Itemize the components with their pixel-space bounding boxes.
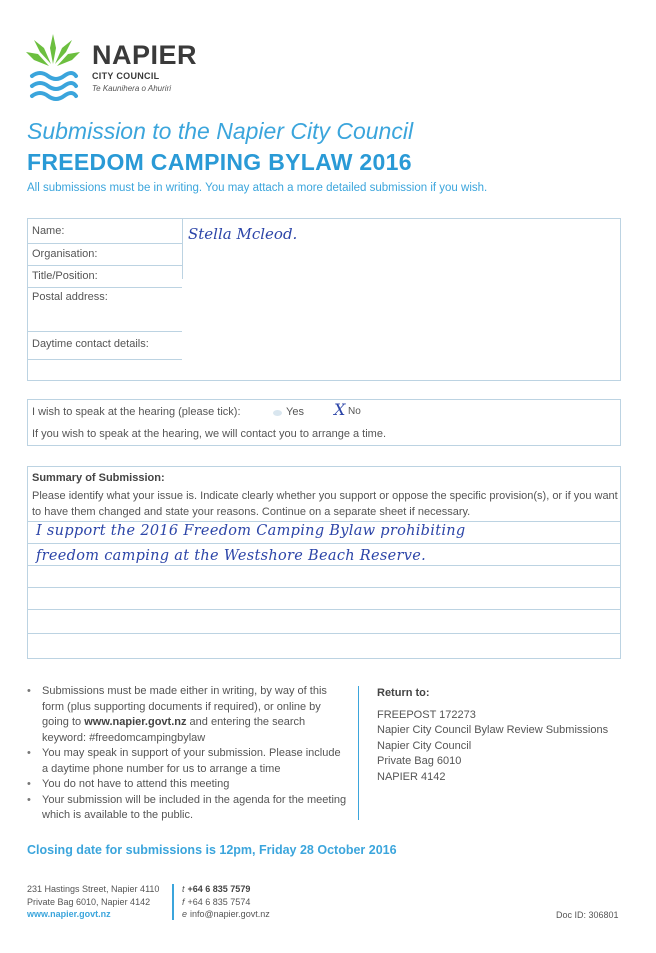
- hearing-section: I wish to speak at the hearing (please t…: [27, 399, 621, 446]
- footer-divider: [172, 884, 174, 920]
- organisation-label: Organisation:: [32, 248, 98, 260]
- fax-number: +64 6 835 7574: [187, 896, 251, 907]
- note-item: You do not have to attend this meeting: [27, 777, 347, 793]
- title-position-label: Title/Position:: [32, 270, 98, 282]
- brand-maori-name: Te Kaunihera o Ahuriri: [92, 84, 172, 93]
- return-line: FREEPOST 172273: [377, 708, 476, 721]
- footer-address: 231 Hastings Street, Napier 4110 Private…: [27, 883, 159, 921]
- napier-logo-icon: [26, 34, 80, 101]
- no-label: No: [348, 406, 361, 417]
- yes-label: Yes: [286, 406, 304, 418]
- title-position-field[interactable]: [184, 266, 620, 286]
- phone-label: t: [182, 884, 185, 894]
- website-link[interactable]: www.napier.govt.nz: [84, 716, 187, 728]
- note-text: and entering the search keyword: #freedo…: [42, 716, 306, 744]
- closing-date: Closing date for submissions is 12pm, Fr…: [27, 843, 397, 857]
- summary-heading: Summary of Submission:: [32, 472, 165, 484]
- return-address: Return to: FREEPOST 172273 Napier City C…: [377, 686, 608, 785]
- email-label: e: [182, 909, 188, 919]
- note-item: Your submission will be included in the …: [27, 793, 347, 824]
- footer-website-link[interactable]: www.napier.govt.nz: [27, 909, 111, 919]
- column-divider: [358, 686, 359, 820]
- return-heading: Return to:: [377, 687, 430, 699]
- street-address: 231 Hastings Street, Napier 4110: [27, 884, 160, 894]
- submission-notes: Submissions must be made either in writi…: [27, 684, 347, 824]
- summary-line-1[interactable]: I support the 2016 Freedom Camping Bylaw…: [36, 523, 466, 539]
- brand-council: CITY COUNCIL: [92, 71, 160, 81]
- no-checkbox-mark[interactable]: X: [334, 400, 346, 419]
- hearing-note: If you wish to speak at the hearing, we …: [32, 428, 387, 440]
- name-field[interactable]: Stella Mcleod.: [188, 225, 298, 243]
- summary-section: Summary of Submission: Please identify w…: [27, 466, 621, 659]
- note-text: Submissions must be made either in writi…: [42, 685, 327, 728]
- summary-instructions: Please identify what your issue is. Indi…: [32, 490, 618, 518]
- form-subtitle: All submissions must be in writing. You …: [27, 182, 488, 194]
- return-line: NAPIER 4142: [377, 770, 446, 783]
- phone-number[interactable]: +64 6 835 7579: [187, 884, 251, 894]
- note-item: You may speak in support of your submiss…: [27, 746, 347, 777]
- fax-label: f: [182, 896, 185, 907]
- postal-address-label: Postal address:: [32, 291, 108, 303]
- details-section: Name: Stella Mcleod. Organisation: Title…: [27, 218, 621, 381]
- email-link[interactable]: info@napier.govt.nz: [190, 909, 270, 919]
- organisation-field[interactable]: [184, 244, 620, 264]
- yes-checkbox[interactable]: [273, 410, 282, 416]
- return-line: Napier City Council Bylaw Review Submiss…: [377, 724, 609, 736]
- name-label: Name:: [32, 225, 65, 237]
- contact-details-field[interactable]: [184, 334, 620, 378]
- hearing-question: I wish to speak at the hearing (please t…: [32, 406, 241, 418]
- return-line: Private Bag 6010: [377, 755, 462, 767]
- contact-details-label: Daytime contact details:: [32, 338, 149, 350]
- postal-address-field[interactable]: [184, 288, 620, 330]
- form-title: Submission to the Napier City Council: [27, 118, 414, 144]
- note-item: Submissions must be made either in writi…: [27, 684, 347, 746]
- form-heading: FREEDOM CAMPING BYLAW 2016: [27, 149, 412, 175]
- return-line: Napier City Council: [377, 739, 472, 752]
- postal-address: Private Bag 6010, Napier 4142: [27, 896, 151, 907]
- doc-id: Doc ID: 306801: [556, 910, 619, 920]
- summary-line-2[interactable]: freedom camping at the Westshore Beach R…: [36, 548, 427, 564]
- brand-name: NAPIER: [92, 40, 198, 70]
